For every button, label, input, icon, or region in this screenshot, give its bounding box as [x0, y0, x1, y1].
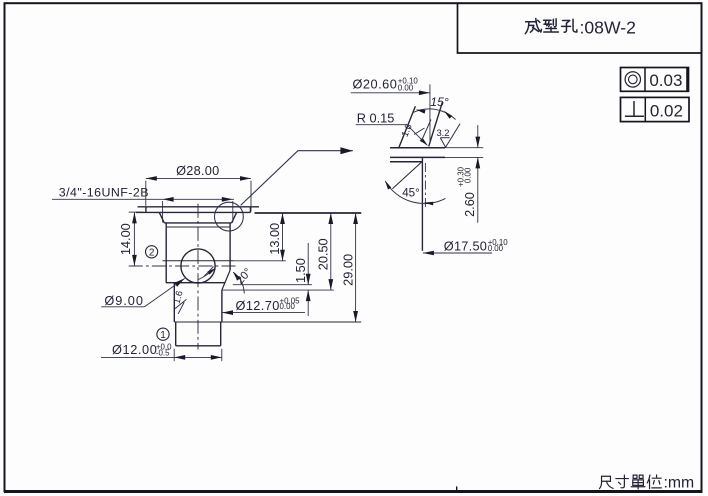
- svg-text:1.50: 1.50: [293, 258, 308, 283]
- svg-text:0.00: 0.00: [398, 84, 414, 93]
- svg-text:45°: 45°: [402, 187, 420, 200]
- svg-text:1.6: 1.6: [399, 122, 414, 138]
- svg-text:Ø20.60: Ø20.60: [353, 77, 398, 92]
- svg-text:1: 1: [160, 330, 166, 341]
- svg-text:Ø12.70: Ø12.70: [236, 298, 280, 313]
- svg-text:0.00: 0.00: [280, 302, 296, 311]
- svg-text:13.00: 13.00: [267, 223, 282, 255]
- svg-text:+0.10: +0.10: [398, 76, 419, 85]
- svg-text:14.00: 14.00: [118, 223, 133, 255]
- svg-text:+0.30: +0.30: [457, 166, 466, 187]
- svg-text:20.50: 20.50: [315, 238, 330, 270]
- svg-text:1.6: 1.6: [171, 289, 185, 304]
- svg-text:15°: 15°: [430, 95, 449, 109]
- svg-text:20°: 20°: [234, 266, 254, 287]
- svg-text::mm: :mm: [664, 475, 695, 492]
- svg-text:0.03: 0.03: [649, 71, 682, 90]
- svg-text:Ø9.00: Ø9.00: [104, 293, 143, 308]
- svg-text:2.60: 2.60: [462, 192, 477, 217]
- svg-text:Ø17.50: Ø17.50: [444, 239, 487, 254]
- svg-text:-0.5: -0.5: [156, 349, 170, 358]
- svg-text:3/4"-16UNF-2B: 3/4"-16UNF-2B: [59, 186, 149, 200]
- svg-text:2: 2: [149, 248, 155, 259]
- svg-text::08W-2: :08W-2: [580, 18, 636, 38]
- svg-text:Ø12.00: Ø12.00: [112, 342, 157, 357]
- svg-text:Ø28.00: Ø28.00: [176, 163, 219, 178]
- svg-text:R 0.15: R 0.15: [357, 111, 395, 126]
- svg-text:+0.0: +0.0: [156, 342, 172, 351]
- svg-text:29.00: 29.00: [340, 254, 355, 286]
- svg-text:0.02: 0.02: [650, 101, 683, 120]
- svg-text:3.2: 3.2: [436, 127, 449, 138]
- svg-text:0.00: 0.00: [463, 167, 472, 183]
- svg-text:+0.10: +0.10: [488, 238, 509, 247]
- svg-text:0.00: 0.00: [488, 244, 504, 253]
- svg-text:+0.05: +0.05: [280, 296, 301, 305]
